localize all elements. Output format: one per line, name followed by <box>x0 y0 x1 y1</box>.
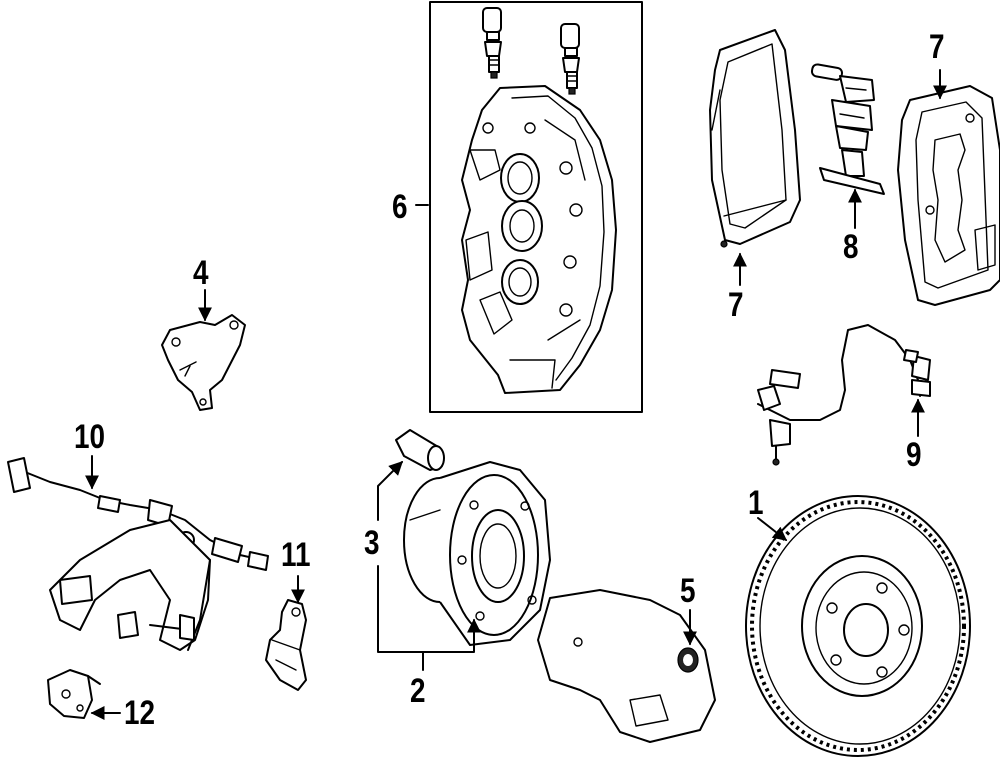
brake-rotor <box>745 495 971 757</box>
wheel-hub-bearing <box>395 429 551 646</box>
pad-hardware-clip <box>810 63 885 195</box>
callout-4: 4 <box>193 254 209 292</box>
small-bracket <box>47 669 101 719</box>
bleeder-screw-left <box>482 7 502 79</box>
callout-3: 3 <box>364 524 380 562</box>
callout-10: 10 <box>74 418 106 456</box>
leader-1 <box>757 517 788 541</box>
callout-11: 11 <box>281 536 311 574</box>
callout-2: 2 <box>410 672 426 710</box>
leader-3-2-bracket <box>377 565 481 653</box>
sensor-bracket <box>265 599 307 691</box>
caliper-group <box>429 1 643 413</box>
abs-wiring-harness <box>7 457 269 651</box>
callout-7-left: 7 <box>728 286 744 324</box>
dust-shield-small <box>161 314 246 411</box>
brake-pad-inner <box>709 29 801 248</box>
leader-lines <box>85 69 947 720</box>
leader-3-upper <box>377 461 403 521</box>
callout-7-right: 7 <box>929 28 945 66</box>
callout-9: 9 <box>906 436 922 474</box>
splash-shield <box>537 589 716 743</box>
caliper-frame <box>429 1 643 413</box>
callout-12: 12 <box>124 694 156 732</box>
wheel-speed-sensor-wire <box>757 324 931 466</box>
callout-8: 8 <box>843 228 859 266</box>
callout-1: 1 <box>748 484 764 522</box>
bleeder-screw-right <box>560 23 580 95</box>
brake-pad-outer <box>897 85 1000 306</box>
callout-6: 6 <box>392 188 408 226</box>
callout-5: 5 <box>680 572 696 610</box>
caliper-body <box>461 85 617 394</box>
